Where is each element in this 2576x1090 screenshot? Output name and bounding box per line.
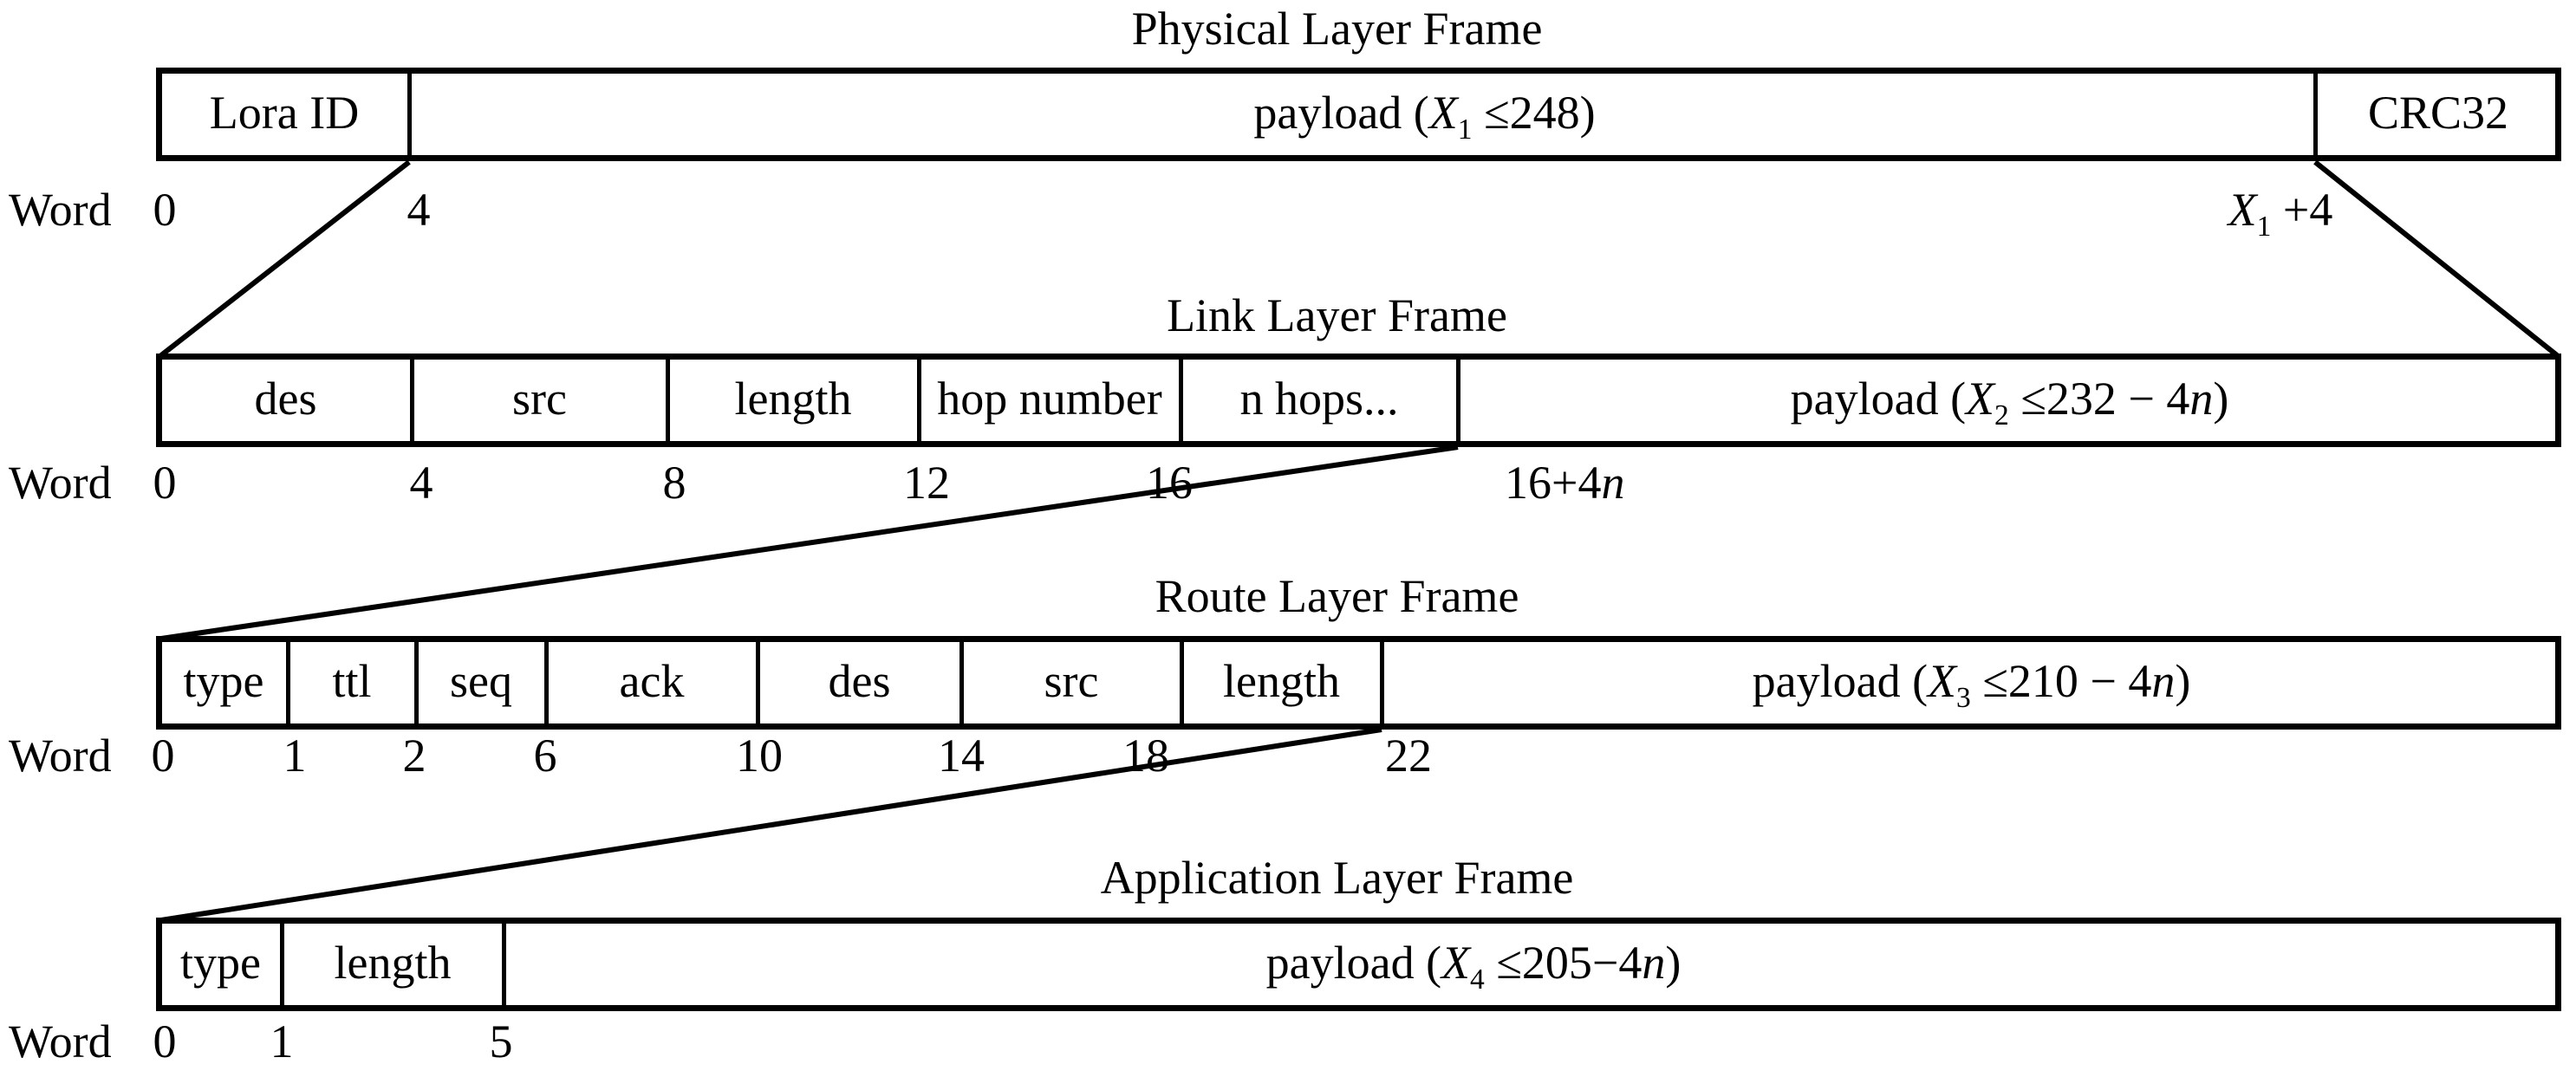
- divider-app-length-payload: [502, 918, 506, 1011]
- route-layer-title: Route Layer Frame: [1155, 570, 1519, 622]
- field-app-payload: payload (X4 ≤205−4n): [1265, 937, 1682, 996]
- field-app-length: length: [334, 937, 452, 989]
- field-route-ttl: ttl: [332, 655, 372, 707]
- field-route-seq: seq: [450, 655, 512, 707]
- physical-layer-title: Physical Layer Frame: [1131, 3, 1543, 55]
- field-route-type: type: [183, 655, 264, 707]
- divider-physical-payload-crc: [2313, 68, 2318, 161]
- field-route-length: length: [1223, 655, 1340, 707]
- word-offset: 8: [662, 457, 686, 509]
- divider-app-type-length: [280, 918, 284, 1011]
- word-axis-label-application: Word: [9, 1015, 112, 1067]
- divider-route-ttl-seq: [414, 636, 419, 730]
- word-offset: 6: [533, 730, 557, 782]
- word-axis-label-link: Word: [9, 457, 112, 509]
- field-physical-payload: payload (X1 ≤248): [1253, 87, 1596, 146]
- field-crc32: CRC32: [2367, 87, 2509, 139]
- field-link-src: src: [512, 373, 567, 425]
- word-offset: 12: [903, 457, 950, 509]
- word-offset: 0: [153, 184, 177, 236]
- word-offset: 0: [151, 730, 175, 782]
- word-offset: 4: [409, 457, 433, 509]
- word-offset: 0: [153, 1015, 177, 1067]
- divider-link-hop-nhops: [1179, 354, 1183, 447]
- word-axis-label-physical: Word: [9, 184, 112, 236]
- field-link-hop-number: hop number: [937, 373, 1162, 425]
- word-offset: 0: [153, 457, 177, 509]
- divider-link-des-src: [410, 354, 414, 447]
- word-axis-label-route: Word: [9, 730, 112, 782]
- field-lora-id: Lora ID: [209, 87, 360, 139]
- field-route-payload: payload (X3 ≤210 − 4n): [1752, 655, 2191, 714]
- divider-physical-loraid-payload: [407, 68, 412, 161]
- link-frame-box: [156, 354, 2561, 447]
- word-offset: 22: [1385, 730, 1432, 782]
- word-offset: 2: [402, 730, 426, 782]
- field-app-type: type: [180, 937, 261, 989]
- word-offset: 1: [283, 730, 307, 782]
- divider-route-type-ttl: [286, 636, 290, 730]
- field-route-ack: ack: [619, 655, 685, 707]
- field-link-length: length: [734, 373, 852, 425]
- word-offset: 1: [270, 1015, 294, 1067]
- field-route-src: src: [1044, 655, 1099, 707]
- divider-route-ack-des: [756, 636, 760, 730]
- field-link-payload: payload (X2 ≤232 − 4n): [1790, 373, 2229, 431]
- application-frame-box: [156, 918, 2561, 1011]
- divider-route-seq-ack: [544, 636, 549, 730]
- divider-link-nhops-payload: [1456, 354, 1460, 447]
- field-link-des: des: [254, 373, 317, 425]
- word-offset: 14: [938, 730, 985, 782]
- divider-route-length-payload: [1380, 636, 1384, 730]
- link-layer-title: Link Layer Frame: [1167, 289, 1507, 341]
- divider-link-length-hop: [917, 354, 921, 447]
- word-offset-x1-plus-4: X1 +4: [2228, 184, 2333, 243]
- word-offset: 10: [736, 730, 783, 782]
- divider-link-src-length: [666, 354, 670, 447]
- word-offset: 16: [1146, 457, 1193, 509]
- word-offset: 5: [489, 1015, 513, 1067]
- divider-route-des-src: [959, 636, 964, 730]
- word-offset: 18: [1122, 730, 1169, 782]
- divider-route-src-length: [1180, 636, 1184, 730]
- field-route-des: des: [828, 655, 891, 707]
- application-layer-title: Application Layer Frame: [1100, 852, 1574, 904]
- physical-frame-box: [156, 68, 2561, 161]
- word-offset-16-plus-4n: 16+4n: [1505, 457, 1625, 509]
- field-link-n-hops: n hops...: [1239, 373, 1399, 425]
- word-offset: 4: [407, 184, 431, 236]
